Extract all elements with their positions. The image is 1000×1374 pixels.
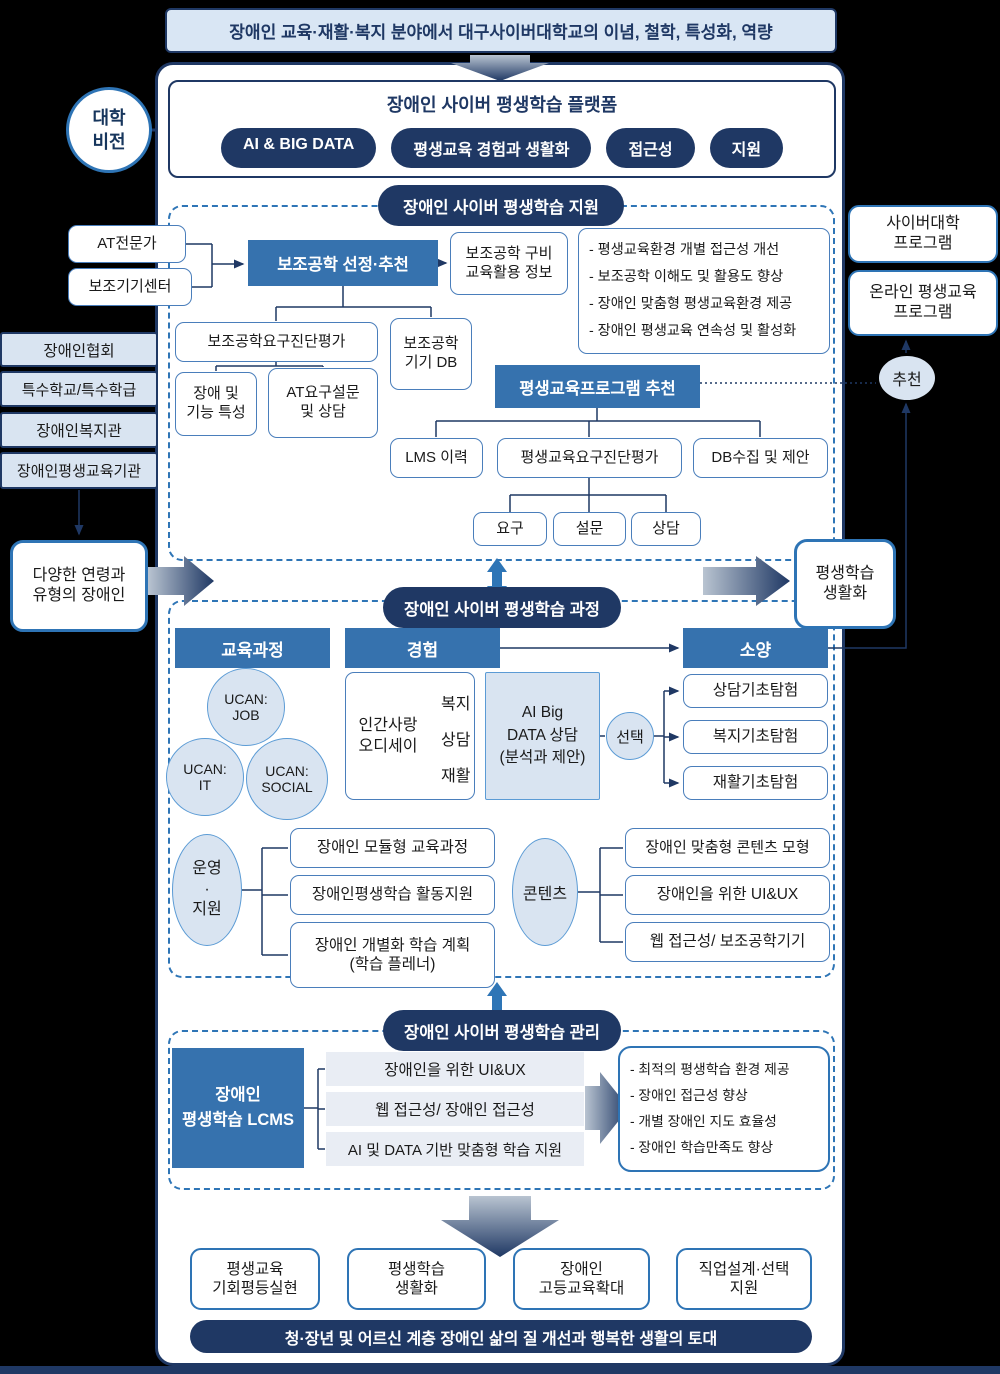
select-circle: 선택 [606, 712, 654, 760]
content-bracket [578, 847, 623, 943]
basic-rehab-box: 재활기초탐험 [683, 766, 828, 800]
course-section-title: 장애인 사이버 평생학습 과정 [383, 587, 621, 628]
manage-effects-box: - 최적의 평생학습 환경 제공 - 장애인 접근성 향상 - 개별 장애인 지… [618, 1046, 830, 1172]
assess-tree [215, 362, 324, 371]
device-center-box: 보조기기센터 [68, 268, 192, 306]
at-assess-box: 보조공학요구진단평가 [175, 322, 378, 362]
odyssey-item-counsel: 상담 [441, 732, 471, 749]
odyssey-box [345, 672, 475, 800]
outcome-career-box: 직업설계·선택 지원 [676, 1248, 812, 1310]
platform-pill-row: AI & BIG DATA 평생교육 경험과 생활화 접근성 지원 [220, 128, 784, 168]
edu-assess-box: 평생교육요구진단평가 [497, 438, 682, 478]
at-bracket [186, 243, 213, 288]
manage-section-title: 장애인 사이버 평생학습 관리 [383, 1010, 621, 1051]
manage-item-uiux: 장애인을 위한 UI&UX [326, 1052, 584, 1086]
at-info-box: 보조공학 구비 교육활용 정보 [450, 232, 568, 295]
at-select-tree [275, 286, 432, 321]
ucan-social-circle: UCAN: SOCIAL [246, 738, 328, 820]
outcome-equality-box: 평생교육 기회평등실현 [190, 1248, 320, 1310]
counsel-box: 상담 [631, 512, 701, 546]
soyang-recommend-line [828, 402, 911, 649]
content-item-model: 장애인 맞춤형 콘텐츠 모형 [625, 828, 830, 868]
support-effect-line: - 보조공학 이해도 및 활용도 향상 [589, 269, 784, 286]
right-big-arrow-icon [703, 556, 790, 606]
ops-item-activity: 장애인평생학습 활동지원 [290, 875, 495, 915]
main-title: 장애인 교육·재활·복지 분야에서 대구사이버대학교의 이념, 철학, 특성화,… [229, 23, 773, 42]
bottom-down-arrow-icon [441, 1196, 559, 1257]
top-down-arrow-icon [451, 55, 549, 81]
vision-label: 대학 비전 [92, 107, 126, 152]
content-item-uiux: 장애인을 위한 UI&UX [625, 875, 830, 915]
support-effect-line: - 평생교육환경 개별 접근성 개선 [589, 242, 780, 259]
at-db-box: 보조공학 기기 DB [390, 318, 472, 390]
ops-ellipse: 운영 · 지원 [172, 834, 242, 946]
manage-effect-line: - 개별 장애인 지도 효율성 [630, 1114, 777, 1129]
ai-counsel-box: AI Big DATA 상담 (분석과 제안) [485, 672, 600, 800]
org-box-special-school: 특수학교/특수학급 [0, 371, 158, 407]
support-effect-line: - 장애인 맞춤형 평생교육환경 제공 [589, 296, 793, 312]
platform-box: 장애인 사이버 평생학습 플랫폼 AI & BIG DATA 평생교육 경험과 … [168, 80, 836, 178]
manage-effect-line: - 최적의 평생학습 환경 제공 [630, 1061, 790, 1077]
header-curriculum: 교육과정 [175, 628, 330, 668]
bottom-bar: 청·장년 및 어르신 계층 장애인 삶의 질 개선과 행복한 생활의 토대 [190, 1320, 812, 1353]
lcms-box: 장애인 평생학습 LCMS [172, 1048, 304, 1168]
cyber-program-box: 사이버대학 프로그램 [848, 205, 998, 263]
survey-box: 설문 [553, 512, 626, 546]
org-box-welfare-center: 장애인복지관 [0, 412, 158, 448]
vision-circle: 대학 비전 [66, 87, 152, 173]
online-program-box: 온라인 평생교육 프로그램 [848, 270, 998, 336]
learners-box: 다양한 연령과 유형의 장애인 [10, 540, 148, 632]
at-expert-box: AT전문가 [68, 225, 186, 263]
db-collect-box: DB수집 및 제안 [693, 438, 828, 478]
header-soyang: 소양 [683, 628, 828, 668]
left-big-arrow-icon [148, 556, 214, 606]
content-ellipse: 콘텐츠 [512, 838, 578, 946]
basic-counsel-box: 상담기초탐험 [683, 674, 828, 708]
platform-title: 장애인 사이버 평생학습 플랫폼 [386, 95, 618, 115]
ops-bracket [242, 847, 288, 956]
lms-box: LMS 이력 [390, 438, 483, 478]
odyssey-label: 인간사랑 오디세이 [358, 717, 418, 755]
outcome-lifelong-box: 평생학습 생활화 [347, 1248, 486, 1310]
manage-item-access: 웹 접근성/ 장애인 접근성 [326, 1092, 584, 1126]
manage-item-ai: AI 및 DATA 기반 맞춤형 학습 지원 [326, 1132, 584, 1166]
program-recommend-box: 평생교육프로그램 추천 [495, 365, 700, 408]
bottom-edge-strip [0, 1366, 1000, 1374]
basic-welfare-box: 복지기초탐험 [683, 720, 828, 754]
org-box-association: 장애인협회 [0, 332, 158, 367]
ucan-job-circle: UCAN: JOB [207, 668, 285, 746]
at-survey-box: AT요구설문 및 상담 [268, 368, 378, 438]
edu-assess-tree [509, 478, 667, 512]
main-title-bar: 장애인 교육·재활·복지 분야에서 대구사이버대학교의 이념, 철학, 특성화,… [165, 8, 837, 53]
disability-traits-box: 장애 및 기능 특성 [175, 372, 257, 436]
odyssey-item-rehab: 재활 [441, 768, 471, 785]
manage-right-arrow-icon [585, 1072, 629, 1144]
outcome-higher-edu-box: 장애인 고등교육확대 [513, 1248, 650, 1310]
odyssey-item-welfare: 복지 [441, 696, 471, 713]
support-effect-line: - 장애인 평생교육 연속성 및 활성화 [589, 322, 797, 339]
lifelong-box: 평생학습 생활화 [794, 539, 896, 629]
support-section-title: 장애인 사이버 평생학습 지원 [378, 185, 624, 226]
ops-item-planner: 장애인 개별화 학습 계획 (학습 플레너) [290, 922, 495, 988]
needs-box: 요구 [473, 512, 547, 546]
manage-effect-line: - 장애인 접근성 향상 [630, 1087, 748, 1103]
pill-accessibility: 접근성 [606, 128, 695, 168]
content-item-access: 웹 접근성/ 보조공학기기 [625, 922, 830, 962]
manage-effect-line: - 장애인 학습만족도 향상 [630, 1140, 774, 1156]
at-select-box: 보조공학 선정·추천 [248, 240, 438, 286]
pill-ai-bigdata: AI & BIG DATA [220, 128, 377, 168]
ucan-it-circle: UCAN: IT [166, 738, 244, 816]
header-experience: 경험 [345, 628, 500, 668]
ops-item-module: 장애인 모듈형 교육과정 [290, 828, 495, 868]
recommend-tree [435, 408, 761, 437]
lcms-bracket [304, 1068, 325, 1150]
pill-experience: 평생교육 경험과 생활화 [391, 128, 592, 168]
org-box-lifelong-edu: 장애인평생교육기관 [0, 452, 158, 489]
pill-support: 지원 [709, 128, 784, 168]
recommend-ellipse: 추천 [879, 356, 935, 400]
support-effects-box: - 평생교육환경 개별 접근성 개선 - 보조공학 이해도 및 활용도 향상 -… [578, 228, 830, 354]
